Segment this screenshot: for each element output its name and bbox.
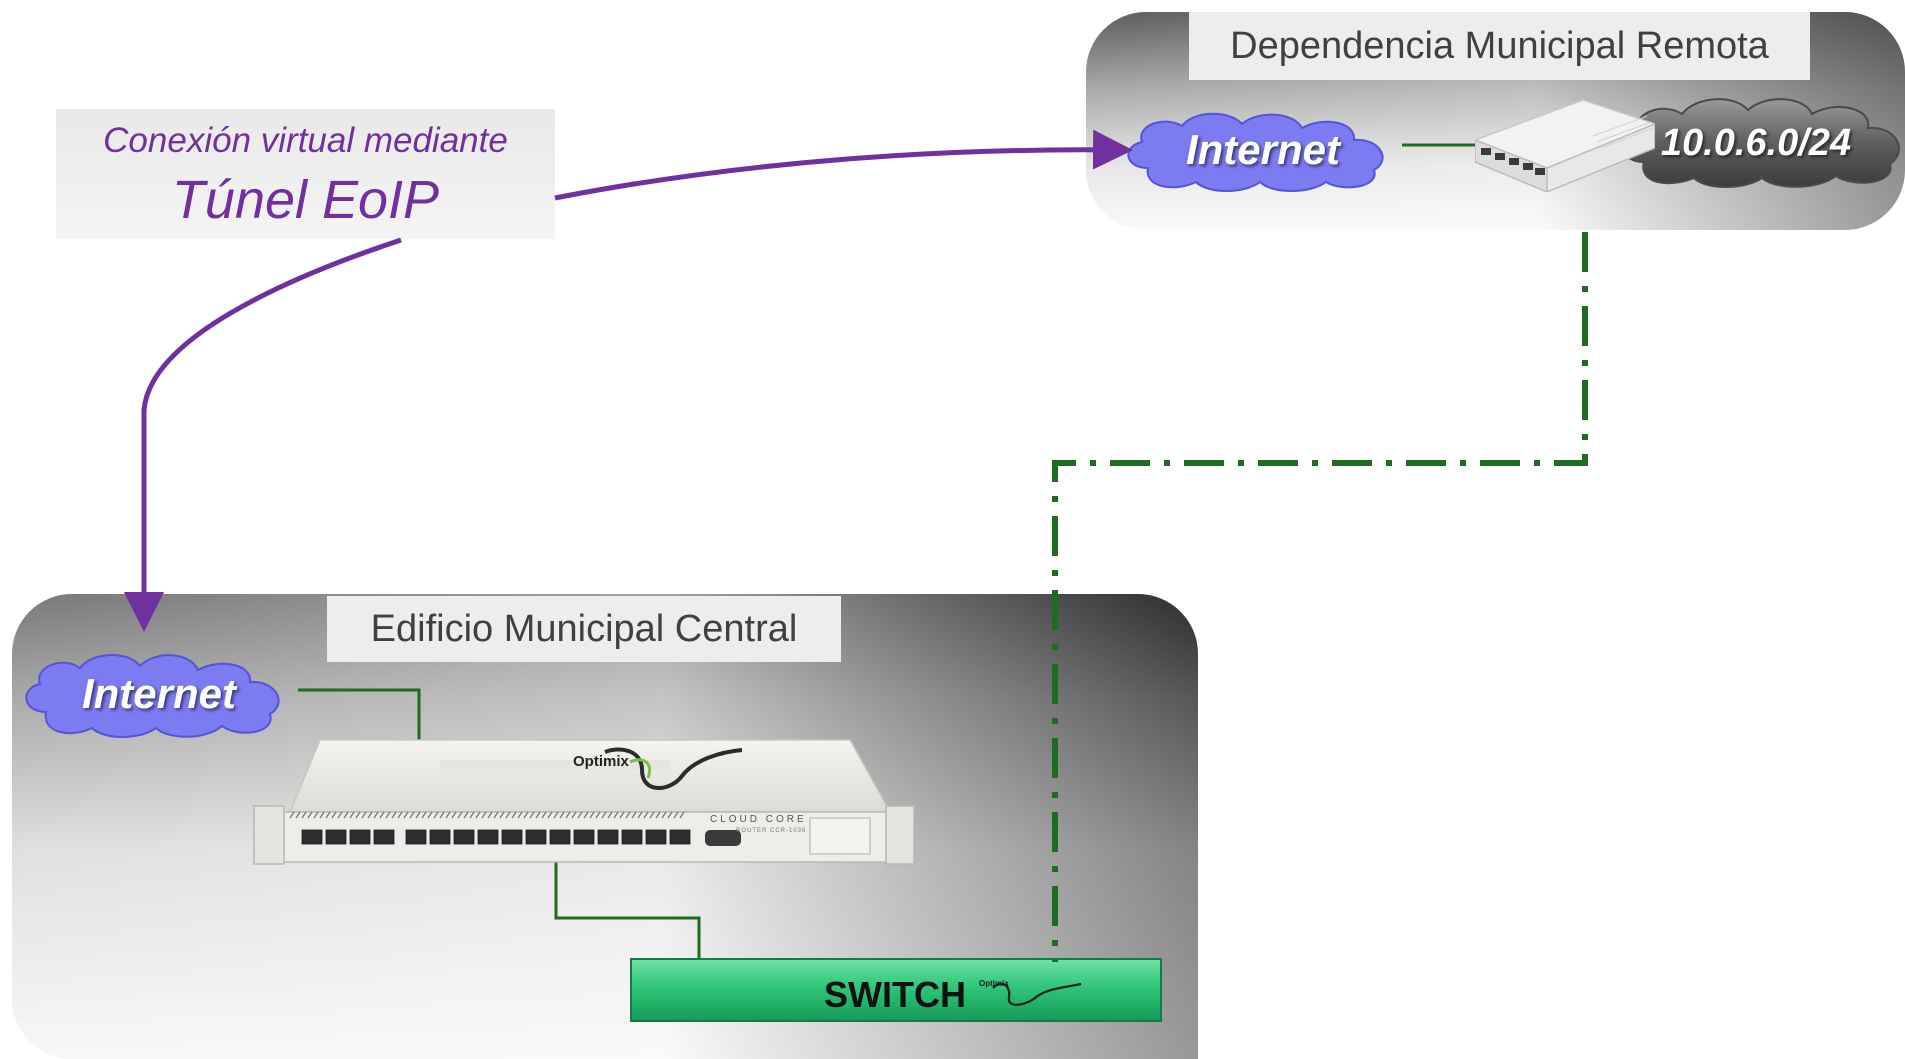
- tunnel-label: Conexión virtual mediante Túnel EoIP: [56, 109, 555, 239]
- central-internet-label: Internet: [81, 670, 236, 717]
- vent-grille-icon: [289, 811, 685, 819]
- ethernet-ports-icon: [301, 829, 691, 845]
- central-site-label: Edificio Municipal Central: [327, 596, 841, 662]
- remote-subnet-cloud: 10.0.6.0/24: [1610, 92, 1905, 188]
- tunnel-label-line2: Túnel EoIP: [171, 170, 440, 230]
- switch-device: SWITCH Optimix: [630, 958, 1162, 1022]
- switch-brand-logo: Optimix: [979, 979, 1082, 1006]
- router-brand-logo: Optimix: [573, 753, 629, 770]
- logo-swoosh-icon: [992, 982, 1082, 1006]
- cloud-icon: [1127, 112, 1384, 192]
- logo-swoosh-icon: [604, 747, 743, 790]
- central-router-icon: CLOUD CORE ROUTER CCR-1036 Optimix: [253, 739, 915, 865]
- remote-internet-label: Internet: [1185, 126, 1340, 173]
- remote-internet-cloud: Internet: [1118, 108, 1408, 192]
- central-internet-cloud: Internet: [18, 648, 300, 738]
- router-sub-text: ROUTER CCR-1036: [736, 828, 806, 834]
- router-model-text: CLOUD CORE: [710, 814, 807, 825]
- switch-label: SWITCH: [824, 974, 966, 1015]
- remote-router-icon: [1475, 99, 1655, 192]
- console-port-icon: [705, 830, 741, 846]
- cloud-icon: [25, 653, 280, 738]
- remote-subnet-label: 10.0.6.0/24: [1660, 122, 1852, 164]
- remote-site-label: Dependencia Municipal Remota: [1189, 12, 1810, 80]
- switch-brand-text: Optimix: [979, 979, 1009, 988]
- cloud-icon: [1621, 98, 1900, 188]
- tunnel-label-line1: Conexión virtual mediante: [103, 121, 508, 160]
- router-switch-link: [554, 850, 701, 985]
